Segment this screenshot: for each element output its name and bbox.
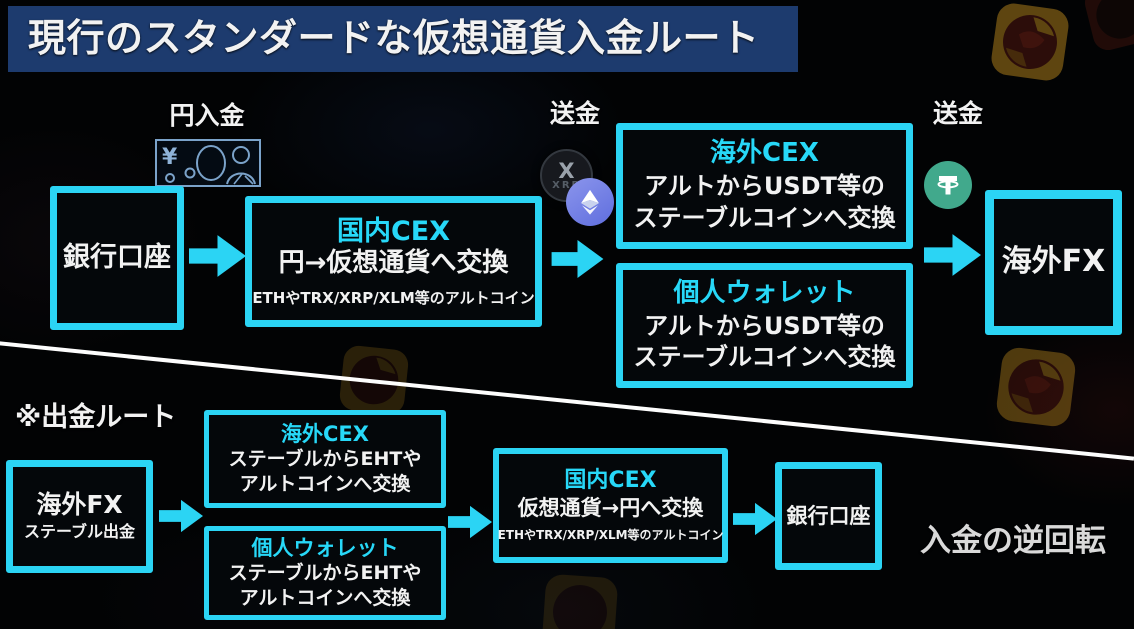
svg-text:¥: ¥: [162, 145, 178, 170]
overseas-fx-label: 海外FX: [1001, 244, 1106, 280]
flow-arrow-icon: [551, 240, 604, 278]
domestic-cex-box-deposit: 国内CEX 円→仮想通貨へ交換 ETHやTRX/XRP/XLM等のアルトコイン: [245, 196, 542, 327]
bank-box-label: 銀行口座: [63, 242, 171, 274]
personal-wallet-line1: アルトからUSDT等の: [644, 311, 885, 340]
personal-wallet-box-deposit: 個人ウォレット アルトからUSDT等の ステーブルコインへ交換: [616, 263, 913, 388]
domestic-cex-withdraw-title: 国内CEX: [564, 468, 657, 494]
eagle-watermark-icon: [1084, 0, 1134, 51]
domestic-cex-box-withdraw: 国内CEX 仮想通貨→円へ交換 ETHやTRX/XRP/XLM等のアルトコイン: [493, 448, 728, 563]
withdraw-route-heading: ※出金ルート: [15, 402, 177, 433]
bank-box-withdraw: 銀行口座: [775, 462, 882, 570]
send-label-right: 送金: [932, 99, 983, 128]
overseas-cex-withdraw-line1: ステーブルからEHTや: [228, 448, 422, 471]
tether-coin-icon: [924, 161, 972, 209]
bank-box-deposit: 銀行口座: [50, 186, 184, 330]
yen-banknote-icon: ¥: [155, 139, 261, 187]
overseas-cex-withdraw-title: 海外CEX: [281, 422, 369, 447]
domestic-cex-line1: 円→仮想通貨へ交換: [278, 247, 509, 278]
personal-wallet-title: 個人ウォレット: [673, 277, 856, 308]
divider-line: [0, 341, 1134, 461]
flow-arrow-icon: [733, 502, 777, 536]
domestic-cex-withdraw-line1: 仮想通貨→円へ交換: [517, 495, 704, 520]
personal-wallet-box-withdraw: 個人ウォレット ステーブルからEHTや アルトコインへ交換: [204, 526, 446, 620]
page-title: 現行のスタンダードな仮想通貨入金ルート: [28, 16, 760, 61]
overseas-fx-box-withdraw: 海外FX ステーブル出金: [6, 460, 153, 573]
domestic-cex-line2: ETHやTRX/XRP/XLM等のアルトコイン: [252, 288, 535, 307]
personal-wallet-line2: ステーブルコインへ交換: [633, 343, 896, 372]
overseas-fx-withdraw-line1: ステーブル出金: [23, 522, 136, 542]
bank-box-withdraw-label: 銀行口座: [786, 503, 871, 528]
personal-wallet-withdraw-line2: アルトコインへ交換: [239, 587, 411, 610]
send-label-mid: 送金: [549, 99, 600, 128]
overseas-cex-withdraw-line2: アルトコインへ交換: [239, 473, 411, 496]
yen-deposit-label: 円入金: [169, 101, 245, 130]
overseas-cex-line1: アルトからUSDT等の: [644, 172, 885, 201]
eagle-watermark-icon: [996, 347, 1076, 427]
overseas-fx-box-deposit: 海外FX: [985, 190, 1122, 335]
domestic-cex-title: 国内CEX: [336, 215, 451, 247]
flow-arrow-icon: [448, 505, 492, 539]
overseas-cex-title: 海外CEX: [710, 138, 819, 169]
flow-arrow-icon: [159, 499, 203, 533]
flow-arrow-icon: [924, 234, 981, 276]
personal-wallet-withdraw-title: 個人ウォレット: [251, 536, 399, 561]
overseas-cex-box-withdraw: 海外CEX ステーブルからEHTや アルトコインへ交換: [204, 410, 446, 508]
domestic-cex-withdraw-line2: ETHやTRX/XRP/XLM等のアルトコイン: [497, 527, 724, 542]
personal-wallet-withdraw-line1: ステーブルからEHTや: [228, 562, 422, 585]
overseas-fx-withdraw-title: 海外FX: [36, 490, 123, 520]
eagle-watermark-icon: [991, 3, 1069, 81]
eagle-watermark-icon: [542, 574, 618, 629]
overseas-cex-box-deposit: 海外CEX アルトからUSDT等の ステーブルコインへ交換: [616, 123, 913, 249]
overseas-cex-line2: ステーブルコインへ交換: [633, 203, 896, 232]
reverse-rotation-note: 入金の逆回転: [920, 523, 1106, 559]
xrp-coin-label: XRP: [552, 180, 581, 191]
flow-arrow-icon: [189, 235, 246, 277]
ethereum-coin-icon: [566, 178, 614, 226]
title-banner: 現行のスタンダードな仮想通貨入金ルート: [8, 6, 798, 72]
